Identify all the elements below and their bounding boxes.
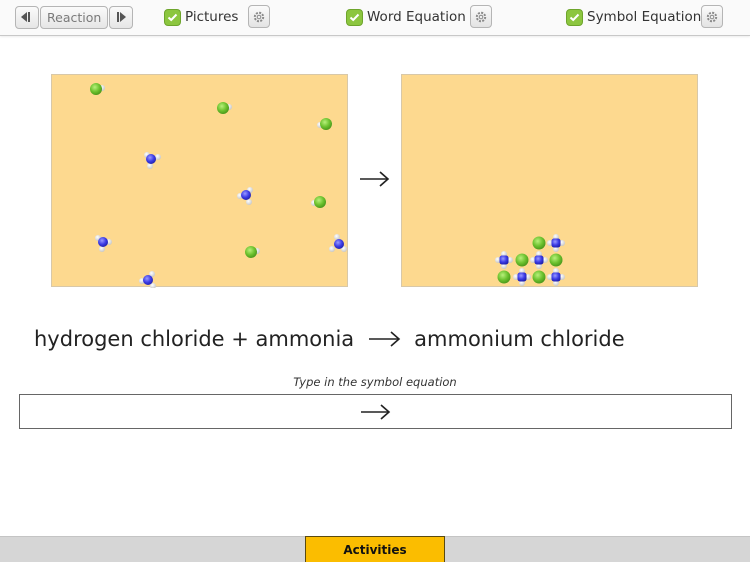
- step-back-icon: [21, 12, 30, 22]
- nh3-molecule: [237, 187, 253, 205]
- symbol-equation-label: Symbol Equation: [587, 9, 702, 25]
- word-equation-label: Word Equation: [367, 9, 466, 25]
- symbol-equation-settings-button[interactable]: [701, 5, 723, 28]
- pictures-label: Pictures: [185, 9, 239, 25]
- symbol-equation-hint: Type in the symbol equation: [293, 375, 457, 389]
- toolbar: Reaction Pictures Word Equation Symbol E…: [0, 0, 750, 36]
- right-arrow-icon: [369, 331, 401, 347]
- nh3-molecule: [139, 271, 156, 289]
- word-equation-products: ammonium chloride: [414, 327, 625, 351]
- nh3-molecule: [95, 235, 112, 252]
- word-equation-settings-button[interactable]: [470, 5, 492, 28]
- pictures-toggle[interactable]: Pictures: [164, 6, 238, 28]
- ammonium-ion: [547, 234, 565, 252]
- nh3-molecule: [144, 152, 161, 169]
- ammonium-ion: [513, 268, 531, 286]
- symbol-equation-input[interactable]: [19, 394, 732, 429]
- gear-icon: [253, 11, 265, 22]
- gear-icon: [706, 11, 718, 22]
- hcl-molecule: [311, 196, 326, 208]
- reaction-navigator: Reaction: [15, 5, 134, 29]
- symbol-equation-toggle[interactable]: Symbol Equation: [566, 6, 701, 28]
- nh3-molecule: [329, 234, 347, 252]
- products-picture-panel: [401, 74, 698, 287]
- next-reaction-button[interactable]: [109, 5, 134, 29]
- word-equation-reactants: hydrogen chloride + ammonia: [34, 327, 355, 351]
- ammonium-ion: [495, 251, 513, 269]
- reactants-picture-panel: [51, 74, 348, 289]
- checkmark-icon: [167, 13, 178, 21]
- checkmark-icon: [349, 13, 360, 21]
- hcl-molecule: [317, 118, 332, 130]
- chloride-ion: [532, 236, 546, 250]
- pictures-settings-button[interactable]: [248, 5, 270, 28]
- hcl-molecule: [217, 102, 232, 114]
- activities-button[interactable]: Activities: [305, 536, 445, 562]
- previous-reaction-button[interactable]: [15, 5, 39, 29]
- checkmark-icon: [569, 13, 580, 21]
- word-equation: hydrogen chloride + ammonia ammonium chl…: [34, 327, 625, 351]
- chloride-ion: [515, 253, 529, 267]
- ammonium-chloride-lattice: [495, 234, 565, 286]
- gear-icon: [475, 11, 487, 22]
- pictures-checkbox[interactable]: [164, 8, 181, 26]
- right-arrow-icon: [360, 171, 390, 187]
- hcl-molecule: [90, 83, 105, 95]
- word-equation-checkbox[interactable]: [346, 8, 363, 26]
- hcl-molecule: [245, 246, 260, 258]
- ammonium-ion: [530, 251, 548, 269]
- ammonium-ion: [547, 268, 565, 286]
- symbol-equation-checkbox[interactable]: [566, 8, 583, 26]
- chloride-ion: [497, 270, 511, 284]
- right-arrow-icon: [361, 404, 391, 420]
- word-equation-toggle[interactable]: Word Equation: [346, 6, 466, 28]
- reaction-label-button[interactable]: Reaction: [40, 5, 109, 29]
- reactant-molecules: [90, 83, 347, 289]
- chloride-ion: [532, 270, 546, 284]
- chloride-ion: [549, 253, 563, 267]
- step-forward-icon: [117, 12, 127, 22]
